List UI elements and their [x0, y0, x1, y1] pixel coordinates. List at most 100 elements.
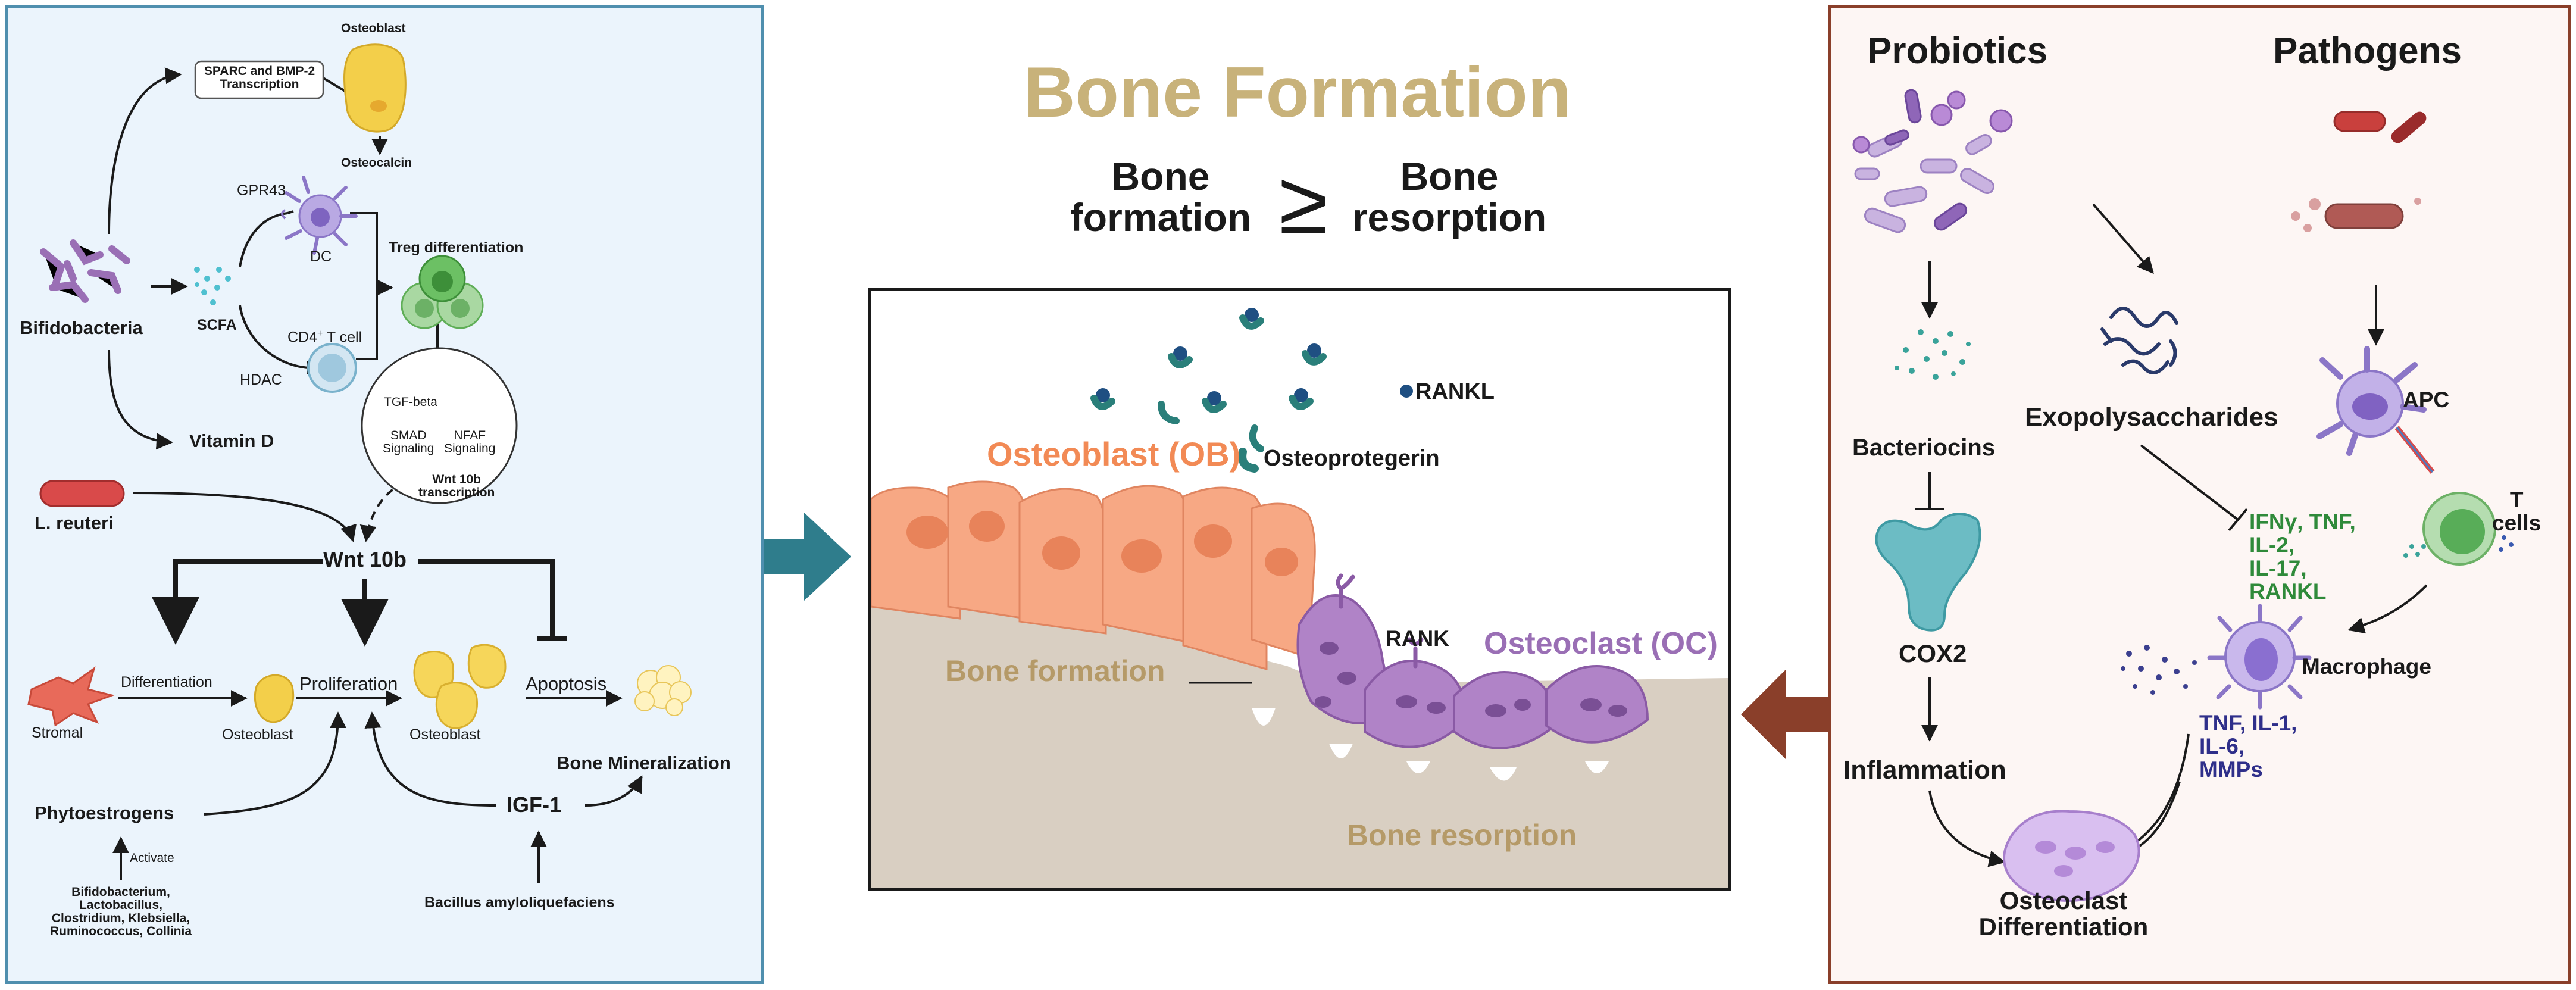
cytokine-item: IL-6, [2199, 733, 2245, 758]
cd4-sup: + [317, 329, 323, 339]
sparc-line1: SPARC and BMP-2 [204, 64, 315, 78]
right-panel-probiotics-pathogens: Probiotics Pathogens APC T cells Bacteri… [1828, 5, 2571, 984]
osteoblast-label-2: Osteoblast [409, 726, 481, 743]
bifidobacteria-icon [40, 239, 130, 303]
brown-arrow-icon [1741, 670, 1828, 759]
cytokine-item: IL-17, [2249, 555, 2307, 580]
probiotic-bacteria-icon [1852, 89, 2013, 233]
sparc-bmp2-box: SPARC and BMP-2 Transcription [197, 64, 322, 92]
teal-arrow-icon [764, 512, 851, 601]
phytoestrogens-label: Phytoestrogens [35, 802, 174, 823]
cox2-label: COX2 [1899, 639, 1967, 667]
bifidobacteria-label: Bifidobacteria [20, 317, 143, 338]
nfaf-line1: NFAF [454, 429, 486, 442]
cytokines-navy-list: TNF, IL-1, IL-6, MMPs [2199, 711, 2297, 782]
resorption-line2: resorption [1352, 195, 1547, 240]
macrophage-label: Macrophage [2302, 654, 2431, 679]
bone-formation-label: Bone formation [945, 654, 1165, 688]
smad-signaling-label: SMAD Signaling [383, 429, 434, 455]
scfa-molecules-icon [194, 267, 231, 305]
macrophage-icon [2207, 604, 2312, 710]
l-reuteri-icon [39, 480, 125, 507]
formation-side-label: Bone formation [1053, 155, 1268, 240]
cox2-enzyme-icon [1875, 513, 1981, 632]
exopolysaccharides-label: Exopolysaccharides [2025, 402, 2278, 432]
osteoblast-label-1: Osteoblast [222, 726, 293, 743]
resorption-side-label: Bone resorption [1333, 154, 1565, 240]
gpr43-label: GPR43 [237, 182, 286, 199]
stromal-label: Stromal [32, 724, 83, 741]
resorption-line1: Bone [1400, 154, 1499, 198]
t-cells-label: T cells [2492, 488, 2541, 535]
cd4-main: CD4 [287, 329, 318, 346]
osteoclast-differentiation-icon [2003, 810, 2140, 902]
apoptotic-cell-icon [634, 665, 692, 716]
dc-label: DC [310, 248, 332, 265]
bone-formation-title: Bone Formation [1024, 52, 1571, 132]
t-cell-icon [2422, 492, 2496, 566]
dendritic-cell-icon [281, 176, 358, 255]
smad-line2: Signaling [383, 442, 434, 456]
osteoblast-top-label: Osteoblast [341, 21, 406, 35]
osteoblast-ob-label: Osteoblast (OB) [987, 435, 1241, 473]
treg-cells-icon [401, 255, 484, 329]
cytokine-item: RANKL [2249, 579, 2327, 604]
cytokines-icon [2121, 645, 2197, 695]
nfaf-line2: Signaling [444, 442, 496, 456]
probiotics-heading: Probiotics [1867, 30, 2048, 71]
rank-label: RANK [1386, 626, 1449, 651]
differentiation-label: Differentiation [121, 674, 212, 691]
wnt10b-transcription-label: Wnt 10b transcription [418, 473, 495, 499]
bacteriocins-label: Bacteriocins [1852, 435, 1996, 461]
apoptosis-label: Apoptosis [526, 673, 607, 694]
bone-mineralization-label: Bone Mineralization [557, 752, 731, 773]
bone-resorption-label: Bone resorption [1347, 819, 1577, 852]
formation-line2: formation [1070, 195, 1252, 240]
bacteria-list-item: Ruminococcus, Collinia [49, 925, 192, 939]
activate-label: Activate [130, 851, 174, 865]
bacteriocins-icon [1895, 329, 1971, 380]
rankl-osteoprotegerin-icon [1090, 308, 1413, 473]
bone-scene-artwork [871, 308, 1728, 888]
sparc-line2: Transcription [220, 77, 299, 92]
vitamin-d-label: Vitamin D [189, 430, 274, 451]
bone-remodeling-illustration: RANKL Osteoprotegerin Osteoblast (OB) Os… [868, 288, 1731, 891]
nfaf-signaling-label: NFAF Signaling [444, 429, 495, 455]
bacteria-list-item: Lactobacillus, [79, 898, 163, 913]
rankl-label: RANKL [1415, 379, 1495, 404]
l-reuteri-label: L. reuteri [35, 513, 114, 533]
exopolysaccharides-icon [2100, 307, 2178, 374]
osteoblast-icon [254, 674, 295, 723]
osteoclast-differentiation-label: Osteoclast Differentiation [1974, 887, 2153, 940]
igf1-label: IGF-1 [507, 792, 562, 817]
cd4-t-cell-icon [307, 343, 357, 393]
bacteria-list-item: Bifidobacterium, [71, 885, 170, 899]
wnt10b-label: Wnt 10b [323, 547, 407, 571]
apc-label: APC [2403, 388, 2450, 412]
tgf-beta-label: TGF-beta [384, 395, 437, 409]
rank-receptor-icon [1336, 573, 1424, 669]
treg-differentiation-label: Treg differentiation [389, 239, 524, 256]
hdac-label: HDAC [240, 371, 282, 388]
cytokine-item: TNF, IL-1, [2199, 711, 2297, 735]
bacteria-list: Bifidobacterium, Lactobacillus, Clostrid… [32, 885, 210, 939]
bacillus-label: Bacillus amyloliquefaciens [424, 894, 615, 911]
cytokines-green-list: IFNγ, TNF, IL-2, IL-17, RANKL [2249, 510, 2356, 604]
cd4-t-cell-label: CD4+ T cell [287, 329, 362, 345]
wnt-trans-line2: transcription [418, 486, 495, 500]
inflammation-label: Inflammation [1843, 755, 2006, 785]
pathogen-bacteria-icon [2291, 111, 2427, 232]
cytokine-item: IL-2, [2249, 532, 2295, 557]
osteoblast-cell-icon [343, 43, 407, 133]
cytokine-item: IFNγ, TNF, [2249, 510, 2356, 534]
apc-cell-icon [2316, 346, 2427, 456]
osteoblast-cluster-icon [413, 644, 507, 729]
t-cells-line1: T [2509, 488, 2524, 512]
scfa-label: SCFA [197, 317, 237, 333]
wnt-trans-line1: Wnt 10b [432, 473, 482, 486]
proliferation-label: Proliferation [299, 673, 398, 694]
smad-line1: SMAD [390, 429, 427, 442]
greater-equal-symbol: ≥ [1278, 152, 1328, 252]
cd4-rest: T cell [323, 329, 362, 346]
bacteria-list-item: Clostridium, Klebsiella, [51, 911, 190, 926]
